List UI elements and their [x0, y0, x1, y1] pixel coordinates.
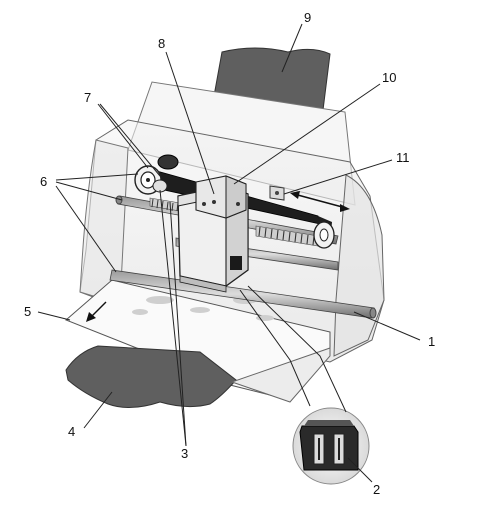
leader-11	[283, 159, 393, 195]
leader-7b	[99, 103, 161, 177]
toothed-rack-right	[255, 225, 319, 247]
leader-6b	[55, 181, 123, 201]
belt-pulley-right	[313, 221, 335, 249]
leader-3b	[169, 201, 187, 447]
carriage-motion-arrow	[290, 191, 350, 212]
leader-9	[281, 23, 303, 73]
printer-front-lower	[230, 347, 331, 403]
leader-5	[37, 311, 71, 321]
part-labels: 1 2 3 4 5 6 7 8 9 10 11	[24, 10, 435, 497]
leader-8	[165, 51, 215, 195]
guide-rod-lower	[109, 269, 377, 319]
label-8: 8	[158, 36, 165, 51]
label-5: 5	[24, 304, 31, 319]
paper-output-sheet	[65, 345, 237, 408]
label-9: 9	[304, 10, 311, 25]
leader-1	[353, 311, 421, 341]
label-11: 11	[396, 150, 410, 165]
label-4: 4	[68, 424, 75, 439]
carriage-drive-unit	[195, 175, 247, 219]
leader-7a	[97, 103, 149, 169]
label-3: 3	[181, 446, 188, 461]
paper-speckles	[132, 296, 274, 321]
leader-6a	[55, 173, 139, 181]
label-1: 1	[428, 334, 435, 349]
leader-head-2	[247, 285, 347, 413]
label-2: 2	[373, 482, 380, 497]
label-7: 7	[84, 90, 91, 105]
motor-pulley	[134, 165, 168, 195]
print-head-inset	[292, 407, 370, 485]
label-10: 10	[382, 70, 396, 85]
paper-direction-arrow	[86, 301, 107, 322]
leader-10	[233, 83, 381, 185]
leader-3a	[159, 189, 187, 447]
label-6: 6	[40, 174, 47, 189]
leader-head	[239, 289, 311, 407]
leader-6c	[55, 185, 117, 273]
belt-idler	[157, 154, 179, 170]
position-sensor	[269, 185, 285, 201]
printer-left-side	[79, 139, 129, 305]
leader-2	[347, 457, 373, 483]
leader-lines	[37, 23, 421, 483]
leader-4	[83, 391, 113, 429]
